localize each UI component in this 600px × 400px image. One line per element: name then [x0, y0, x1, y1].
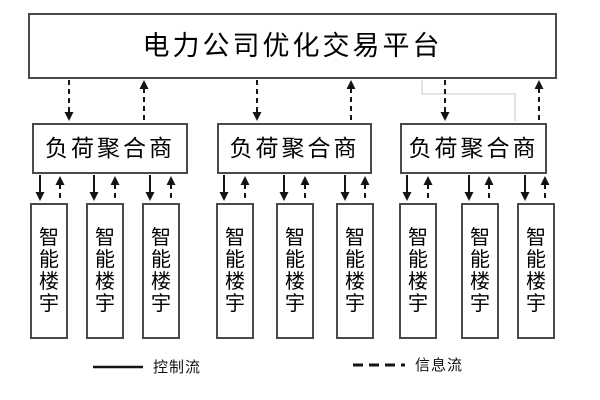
building-node-1: 智能楼宇	[30, 203, 68, 339]
flow-arrow-control-down	[340, 175, 350, 201]
legend-control-label: 控制流	[153, 359, 202, 376]
flow-arrow-information-up	[534, 80, 544, 121]
building-node-5: 智能楼宇	[276, 203, 314, 339]
flow-arrow-information-down	[64, 80, 74, 121]
aggregator-node-2: 负荷聚合商	[217, 123, 372, 174]
building-node-4: 智能楼宇	[216, 203, 254, 339]
building-node-2: 智能楼宇	[86, 203, 124, 339]
legend-information-label: 信息流	[415, 357, 464, 374]
flow-arrow-control-down	[464, 175, 474, 201]
building-node-6: 智能楼宇	[336, 203, 374, 339]
flow-arrow-information-up	[300, 176, 310, 202]
building-node-3: 智能楼宇	[142, 203, 180, 339]
flow-arrow-information-up	[240, 176, 250, 202]
flow-arrow-information-down	[252, 80, 262, 121]
flow-arrow-information-up	[360, 176, 370, 202]
flow-arrow-information-up	[55, 176, 65, 202]
legend-item-information: 信息流	[352, 354, 463, 375]
flow-arrow-information-up	[139, 80, 149, 121]
flow-arrow-information-up	[110, 176, 120, 202]
flow-arrow-control-down	[35, 175, 45, 201]
flow-arrow-control-down	[279, 175, 289, 201]
flow-arrow-information-up	[166, 176, 176, 202]
legend-item-control: 控制流	[92, 356, 201, 377]
flow-arrow-control-down	[219, 175, 229, 201]
legend: 控制流 信息流	[0, 352, 600, 382]
flow-arrow-control-down	[520, 175, 530, 201]
faint-elbow-connector	[421, 80, 516, 121]
aggregator-node-3: 负荷聚合商	[400, 123, 547, 174]
flow-arrow-information-up	[484, 176, 494, 202]
flow-arrow-information-down	[440, 80, 450, 121]
platform-node: 电力公司优化交易平台	[28, 13, 557, 79]
building-node-9: 智能楼宇	[517, 203, 555, 339]
aggregator-node-1: 负荷聚合商	[32, 123, 188, 174]
flow-arrow-information-up	[346, 80, 356, 121]
information-flow-line-sample	[353, 363, 405, 366]
flow-arrow-control-down	[402, 175, 412, 201]
flow-arrow-control-down	[89, 175, 99, 201]
flow-arrow-information-up	[423, 176, 433, 202]
control-flow-line-sample	[93, 365, 143, 368]
flow-arrow-control-down	[145, 175, 155, 201]
building-node-7: 智能楼宇	[399, 203, 437, 339]
flow-arrow-information-up	[540, 176, 550, 202]
building-node-8: 智能楼宇	[461, 203, 499, 339]
